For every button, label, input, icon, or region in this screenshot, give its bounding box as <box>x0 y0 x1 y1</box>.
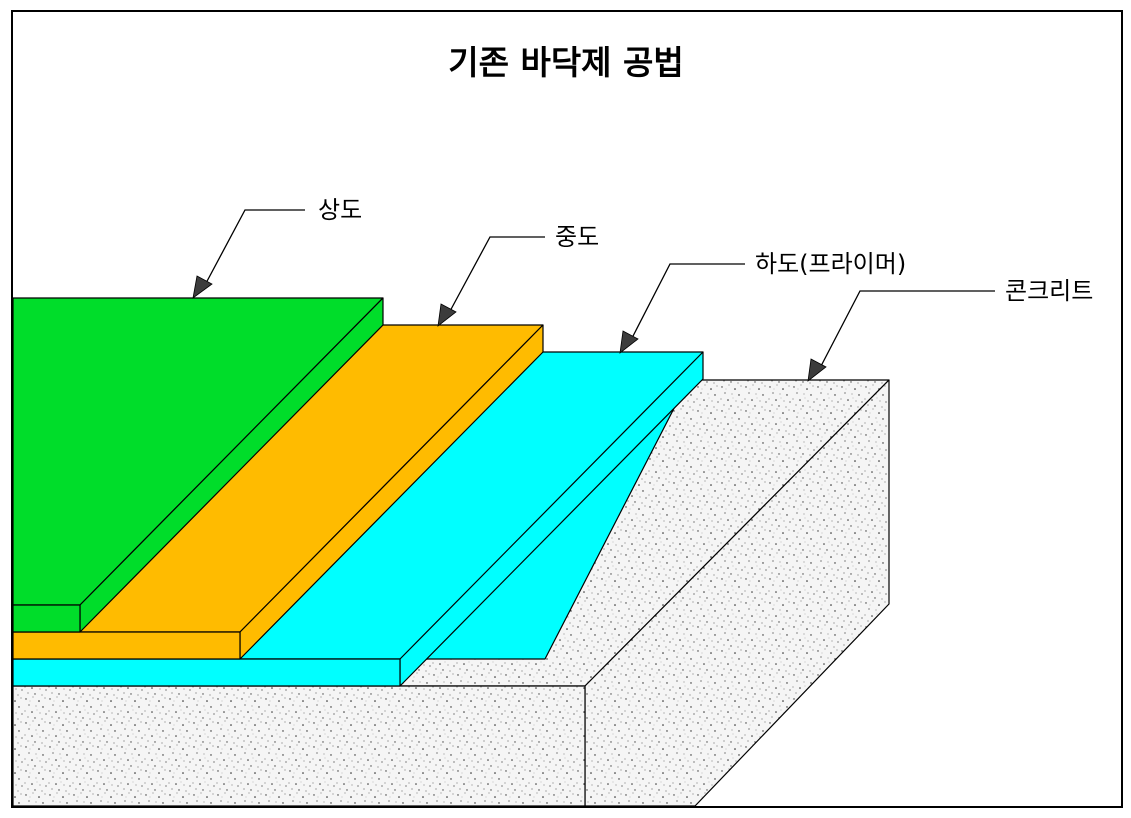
arrowhead-concrete <box>807 358 827 382</box>
top-layer-front <box>13 604 81 633</box>
diagram-title: 기존 바닥제 공법 <box>448 43 684 82</box>
leader-line-middle <box>448 236 545 314</box>
primer-layer-front <box>13 658 401 687</box>
label-primer: 하도(프라이머) <box>755 250 906 278</box>
arrowhead-primer <box>619 330 639 354</box>
leader-line-top <box>204 209 305 286</box>
arrowhead-top <box>192 275 213 299</box>
leader-line-primer <box>630 263 745 341</box>
label-concrete: 콘크리트 <box>1005 277 1093 305</box>
arrowhead-middle <box>437 303 457 327</box>
middle-layer-front <box>13 631 241 660</box>
leader-line-concrete <box>819 290 995 369</box>
label-top-coat: 상도 <box>318 196 362 224</box>
concrete-front-face <box>13 685 586 806</box>
label-middle-coat: 중도 <box>555 223 599 251</box>
